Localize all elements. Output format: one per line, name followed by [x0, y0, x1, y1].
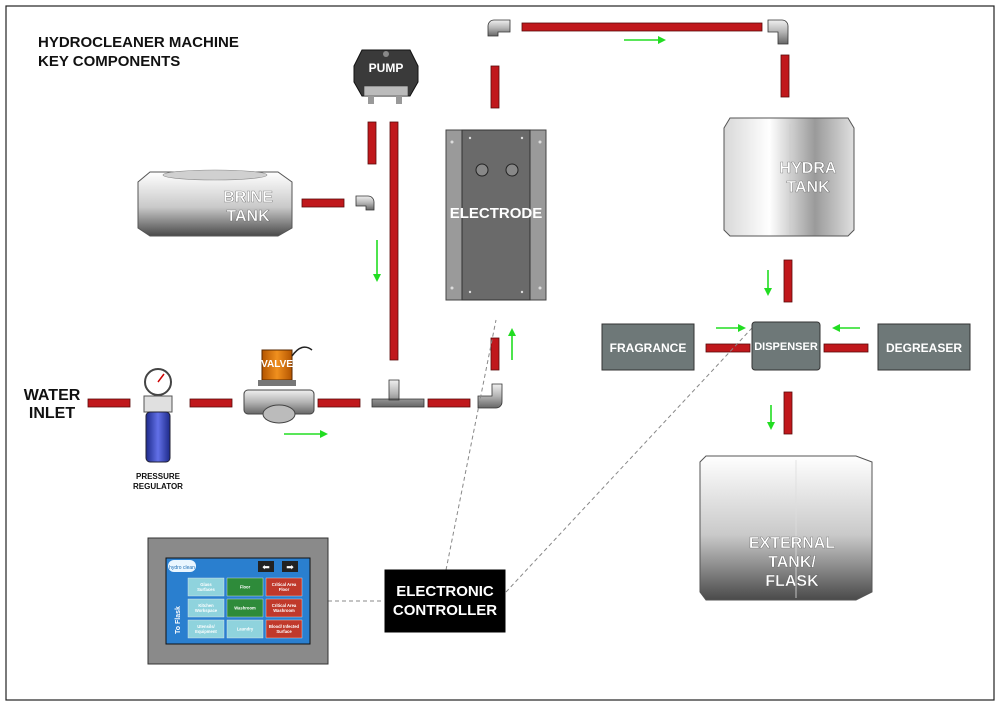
brine-tank-label-2: TANK	[226, 208, 270, 225]
electrode-label: ELECTRODE	[450, 205, 543, 222]
external-tank-label-1: EXTERNAL	[749, 535, 835, 552]
hydra-tank-label-1: HYDRA	[780, 160, 837, 177]
touchscreen-button-label: Floor	[279, 587, 290, 592]
pipe-electrode-bottom	[490, 337, 500, 371]
fittings	[355, 19, 789, 409]
touchscreen-button-label: Glass	[200, 582, 212, 587]
touchscreen-next-button[interactable]	[282, 561, 298, 572]
dispenser-box: DISPENSER	[751, 321, 821, 371]
hydra-tank: HYDRA TANK	[723, 117, 855, 237]
pipe-electrode-top	[490, 65, 500, 109]
hydra-tank-label-2: TANK	[786, 179, 830, 196]
elbow-brine-icon	[355, 195, 375, 211]
touchscreen-button[interactable]	[226, 598, 264, 618]
dispenser-label: DISPENSER	[754, 341, 818, 353]
valve: VALVE	[243, 346, 315, 424]
touchscreen-logo: hydro clean	[169, 565, 195, 571]
electrode: ELECTRODE	[445, 129, 547, 301]
touchscreen-button[interactable]	[187, 619, 225, 639]
water-inlet-label-2: INLET	[29, 405, 75, 422]
touchscreen-button-label: Washroom	[234, 606, 256, 611]
pipe-hydra-in	[780, 54, 790, 98]
touchscreen-button-label: Kitchen	[198, 603, 214, 608]
touchscreen-button[interactable]	[187, 577, 225, 597]
control-lines	[328, 319, 753, 602]
controller-label-2: CONTROLLER	[393, 602, 497, 619]
arrow-right-icon: ➡	[286, 562, 294, 572]
pump: PUMP	[353, 49, 419, 104]
pipe-dispenser-out	[783, 391, 793, 435]
pipe-pump-right	[389, 121, 399, 361]
controller-label-1: ELECTRONIC	[396, 583, 494, 600]
touchscreen-button-label: Utensils/	[197, 624, 215, 629]
fragrance-label: FRAGRANCE	[610, 341, 687, 355]
pipe-top-run	[521, 22, 763, 32]
pipe-hydra-out	[783, 259, 793, 303]
valve-label: VALVE	[261, 359, 293, 370]
elbow-electrode-icon	[477, 383, 503, 409]
external-tank-label-3: FLASK	[765, 573, 819, 590]
touchscreen-button-label: Surfaces	[197, 587, 215, 592]
touchscreen-logo-bg	[168, 560, 196, 572]
pipe-fragrance	[705, 343, 751, 353]
pipe-degreaser	[823, 343, 869, 353]
control-line-electrode	[445, 319, 497, 571]
elbow-top-right-icon	[767, 19, 789, 45]
pipe-regulator-valve	[189, 398, 233, 408]
touchscreen-button-label: Laundry	[237, 627, 254, 632]
touchscreen-button-label: Critical Area	[272, 582, 297, 587]
external-tank-label-2: TANK/	[768, 554, 816, 571]
touchscreen-button[interactable]	[187, 598, 225, 618]
touchscreen-button-label: Critical Area	[272, 603, 297, 608]
pipe-pump-left	[367, 121, 377, 165]
diagram-subtitle: KEY COMPONENTS	[38, 53, 180, 70]
brine-tank: BRINE TANK	[137, 169, 293, 237]
brine-tank-label-1: BRINE	[223, 189, 273, 206]
pipe-brine	[301, 198, 345, 208]
pipe-tee-elbow	[427, 398, 471, 408]
touchscreen-button-label: Workspace	[195, 608, 218, 613]
touchscreen-button[interactable]	[226, 619, 264, 639]
pressure-regulator-label-2: REGULATOR	[133, 482, 183, 491]
touchscreen-button-label: Surface	[276, 629, 292, 634]
pressure-regulator: PRESSURE REGULATOR	[133, 368, 183, 491]
pipes	[87, 22, 869, 435]
touchscreen-prev-button[interactable]	[258, 561, 274, 572]
touchscreen-button[interactable]	[226, 577, 264, 597]
diagram-title: HYDROCLEANER MACHINE	[38, 34, 239, 51]
pump-label: PUMP	[369, 61, 404, 75]
touchscreen-button[interactable]	[265, 619, 303, 639]
touchscreen-button-label: Floor	[240, 585, 251, 590]
electronic-controller: ELECTRONIC CONTROLLER	[384, 569, 506, 633]
arrow-left-icon: ⬅	[262, 562, 270, 572]
touchscreen-button-label: Equipment	[195, 629, 217, 634]
touchscreen-side-label: To Flask	[175, 606, 182, 634]
pipe-valve-tee	[317, 398, 361, 408]
touchscreen-button[interactable]	[265, 577, 303, 597]
degreaser-box: DEGREASER	[877, 323, 971, 371]
fragrance-box: FRAGRANCE	[601, 323, 695, 371]
tee-fitting-icon	[371, 379, 425, 408]
external-tank: EXTERNAL TANK/ FLASK	[699, 455, 873, 601]
degreaser-label: DEGREASER	[886, 341, 962, 355]
touchscreen-button-label: Washroom	[273, 608, 295, 613]
pressure-regulator-label-1: PRESSURE	[136, 472, 181, 481]
elbow-top-left-icon	[487, 19, 511, 37]
touchscreen-button[interactable]	[265, 598, 303, 618]
pipe-inlet	[87, 398, 131, 408]
touchscreen-button-label: Blood/ Infected	[269, 624, 300, 629]
flow-arrows	[284, 36, 860, 438]
water-inlet-label-1: WATER	[24, 387, 81, 404]
